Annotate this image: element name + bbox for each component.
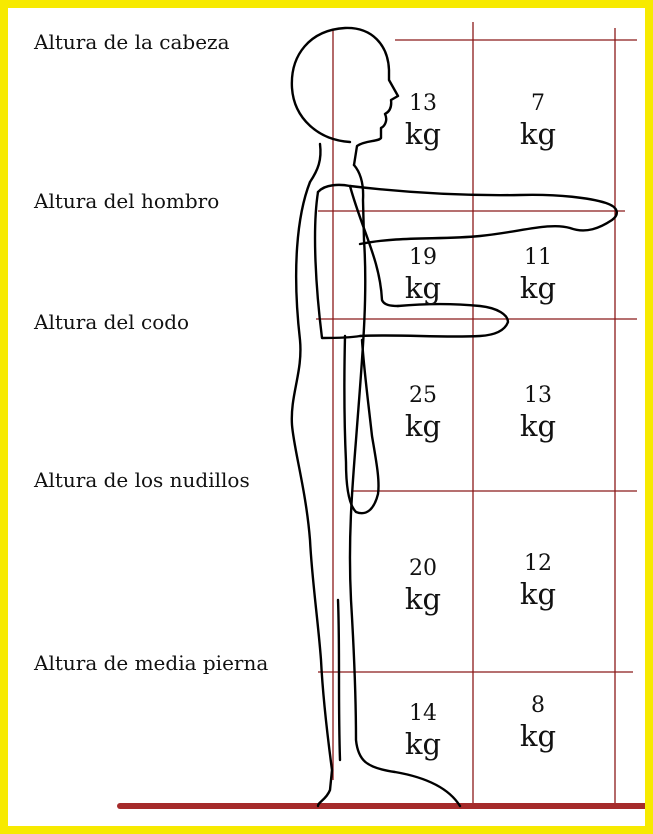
weight-value: 7: [503, 90, 573, 118]
zone-label-shoulder: Altura del hombro: [34, 189, 219, 213]
weight-value: 11: [503, 244, 573, 272]
leg-inner-line: [338, 600, 340, 760]
zone-label-knuckle: Altura de los nudillos: [34, 468, 250, 492]
weight-unit: kg: [388, 728, 458, 760]
weight-value: 19: [388, 244, 458, 272]
weight-head-far: 7 kg: [503, 90, 573, 150]
weight-unit: kg: [388, 583, 458, 615]
weight-shoulder-far: 11 kg: [503, 244, 573, 304]
weight-value: 20: [388, 555, 458, 583]
weight-unit: kg: [503, 578, 573, 610]
weight-value: 12: [503, 550, 573, 578]
weight-value: 25: [388, 382, 458, 410]
weight-midleg-far: 8 kg: [503, 692, 573, 752]
forearm-elbow: [360, 304, 508, 336]
weight-knuckle-far: 12 kg: [503, 550, 573, 610]
upper-arm: [315, 192, 360, 338]
weight-value: 13: [388, 90, 458, 118]
zone-label-midleg: Altura de media pierna: [34, 651, 268, 675]
weight-unit: kg: [503, 272, 573, 304]
weight-elbow-near: 25 kg: [388, 382, 458, 442]
weight-elbow-far: 13 kg: [503, 382, 573, 442]
zone-label-elbow: Altura del codo: [34, 310, 189, 334]
weight-shoulder-near: 19 kg: [388, 244, 458, 304]
weight-unit: kg: [503, 720, 573, 752]
neck-outline: [310, 144, 321, 182]
back-outline: [292, 182, 332, 806]
weight-unit: kg: [388, 118, 458, 150]
weight-value: 13: [503, 382, 573, 410]
weight-unit: kg: [388, 410, 458, 442]
weight-midleg-near: 14 kg: [388, 700, 458, 760]
head-outline: [292, 28, 398, 165]
weight-head-near: 13 kg: [388, 90, 458, 150]
weight-unit: kg: [503, 118, 573, 150]
weight-value: 14: [388, 700, 458, 728]
weight-unit: kg: [503, 410, 573, 442]
weight-knuckle-near: 20 kg: [388, 555, 458, 615]
weight-value: 8: [503, 692, 573, 720]
weight-unit: kg: [388, 272, 458, 304]
zone-label-head: Altura de la cabeza: [34, 30, 230, 54]
